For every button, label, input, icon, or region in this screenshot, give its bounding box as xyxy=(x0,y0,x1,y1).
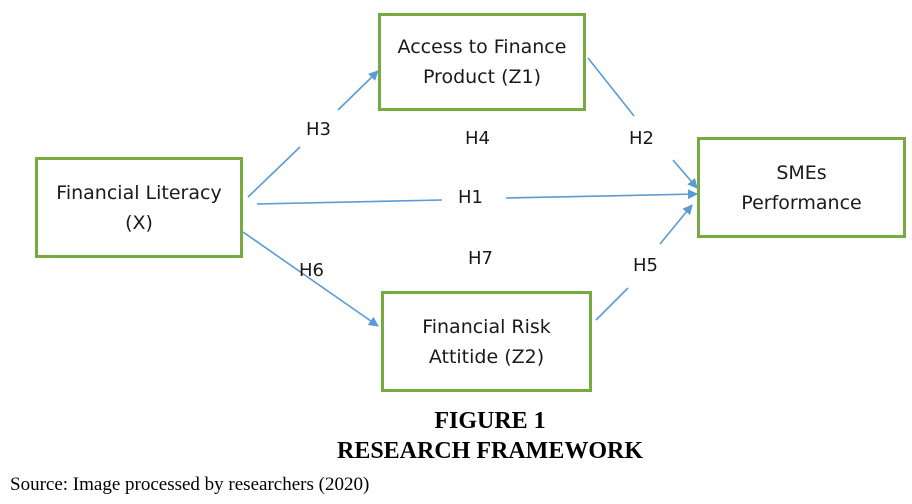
arrow-h5-head xyxy=(659,204,693,245)
hypothesis-h1-label: H1 xyxy=(458,187,483,208)
arrow-h2-head xyxy=(672,159,698,189)
arrow-h6 xyxy=(242,231,379,327)
access-to-finance-line2: Product (Z1) xyxy=(422,66,542,88)
financial-literacy-line1: Financial Literacy xyxy=(56,181,222,204)
hypothesis-h6-label: H6 xyxy=(299,260,324,281)
financial-literacy-box: Financial Literacy (X) xyxy=(35,157,243,258)
access-to-finance-box: Access to Finance Product (Z1) xyxy=(378,13,586,111)
smes-performance-line2: Performance xyxy=(741,191,862,214)
arrow-h3-head xyxy=(337,70,379,111)
financial-risk-line1: Financial Risk xyxy=(422,315,551,338)
financial-risk-box: Financial Risk Attitide (Z2) xyxy=(381,291,592,392)
hypothesis-h7-label: H7 xyxy=(468,248,493,269)
source-note: Source: Image processed by researchers (… xyxy=(10,474,370,495)
arrow-h3 xyxy=(247,146,301,198)
figure-title: RESEARCH FRAMEWORK xyxy=(336,438,643,464)
hypothesis-h3-label: H3 xyxy=(306,119,331,140)
arrow-h5 xyxy=(595,287,629,321)
smes-performance-box: SMEs Performance xyxy=(697,137,906,238)
arrow-h2 xyxy=(587,57,635,117)
hypothesis-h5-label: H5 xyxy=(633,255,658,276)
hypothesis-h2-label: H2 xyxy=(629,128,654,149)
figure-number: FIGURE 1 xyxy=(434,408,546,434)
access-to-finance-line1: Access to Finance xyxy=(397,36,567,58)
financial-risk-line2: Attitide (Z2) xyxy=(428,345,545,368)
hypothesis-h4-label: H4 xyxy=(465,128,490,149)
smes-performance-line1: SMEs xyxy=(776,161,827,184)
arrow-h1-left xyxy=(256,199,443,205)
arrow-h1-right xyxy=(505,189,698,200)
financial-literacy-line2: (X) xyxy=(125,211,153,234)
